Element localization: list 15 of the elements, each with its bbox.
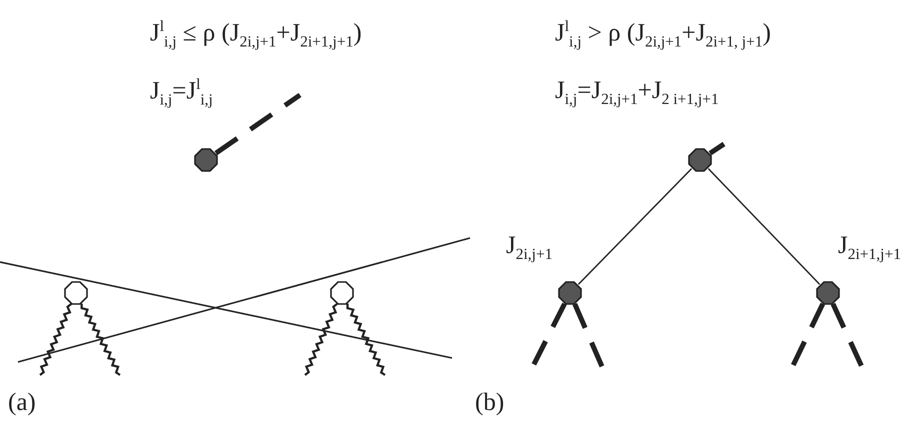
wavy-line bbox=[346, 304, 386, 376]
formula: J$^{l}$$_{i,j}$ > ρ (J$_{2i,j+1}$+J$_{2i+1, j+1}$) bbox=[555, 18, 771, 52]
wavy-line bbox=[80, 304, 121, 376]
node-label: J$_{2i,j+1}$ bbox=[506, 231, 552, 265]
formula: J$_{i,j}$=J$_{2i,j+1}$+J$_{2 i+1,j+1}$ bbox=[555, 76, 719, 110]
panel-label: (a) bbox=[8, 388, 36, 418]
wavy-line bbox=[39, 303, 72, 376]
dashed-branch bbox=[214, 92, 302, 156]
branch-line bbox=[578, 168, 692, 285]
branch-line bbox=[708, 168, 820, 285]
formula: J$^{l}$$_{i,j}$ ≤ ρ (J$_{2i,j+1}$+J$_{2i+1,j+1}$) bbox=[150, 18, 362, 52]
node-label: J$_{2i+1,j+1}$ bbox=[838, 231, 901, 265]
branch-line bbox=[708, 142, 726, 156]
panel-label: (b) bbox=[475, 388, 504, 418]
wavy-line bbox=[304, 303, 338, 376]
